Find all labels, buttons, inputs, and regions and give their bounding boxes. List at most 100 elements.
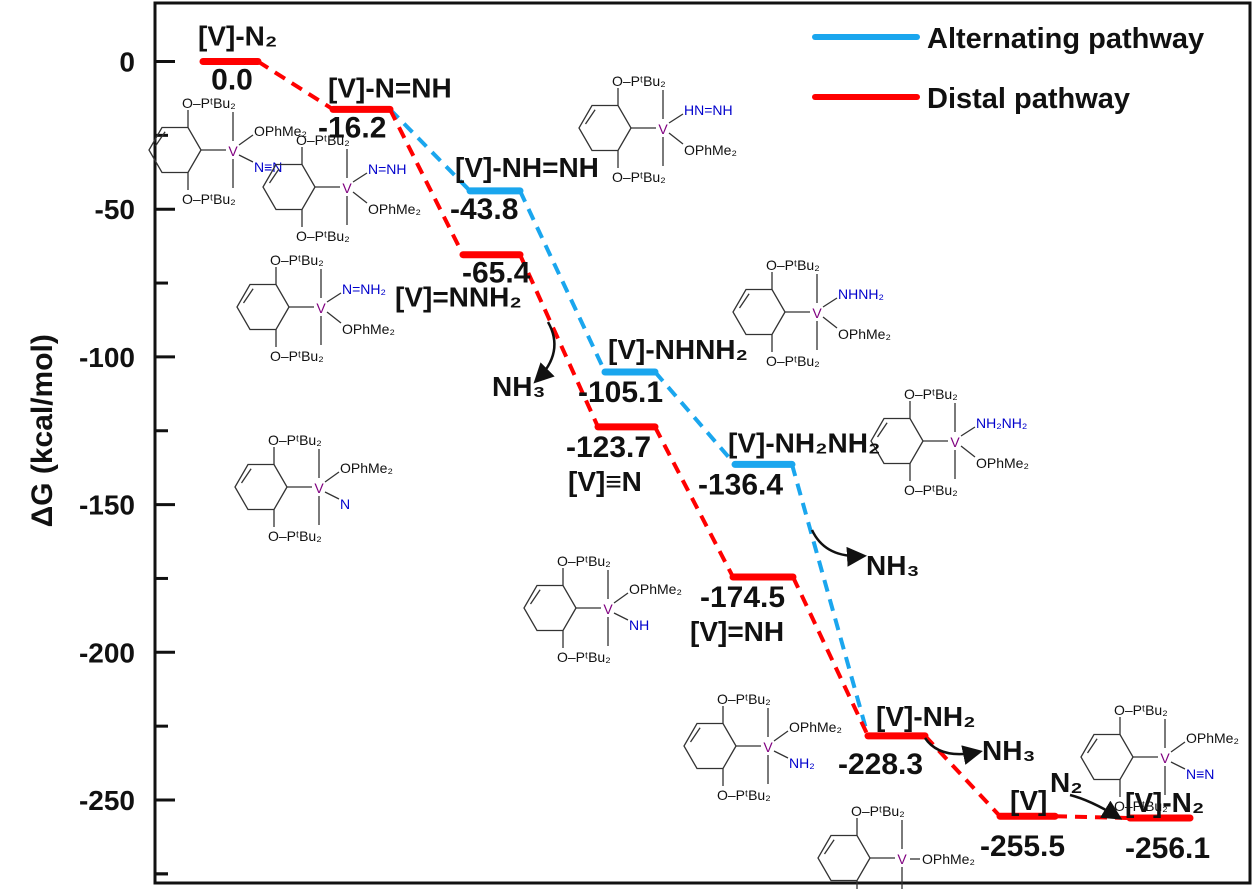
level-name: [V]-N₂ <box>198 21 277 52</box>
phosphine-arm: O–PᵗBu₂ <box>766 257 820 273</box>
benzene-ring <box>732 288 786 336</box>
bond <box>324 491 340 500</box>
released-species-label: NH₃ <box>982 735 1035 766</box>
benzene-ring <box>1080 733 1134 781</box>
nitrogen-ligand: N=NH₂ <box>342 281 386 297</box>
bond <box>352 191 368 204</box>
distal-connector <box>388 108 465 256</box>
bond <box>1170 761 1186 770</box>
ether-ligand: OPhMe₂ <box>340 460 393 476</box>
bond <box>822 297 838 308</box>
ether-ligand: OPhMe₂ <box>684 142 737 158</box>
ring-inner-bonds <box>584 109 596 125</box>
level-name: [V]-NH₂NH₂ <box>728 427 880 458</box>
benzene-ring <box>817 834 871 882</box>
y-tick-label: -50 <box>95 194 135 225</box>
level-value: -136.4 <box>698 468 783 501</box>
ether-ligand: OPhMe₂ <box>342 321 395 337</box>
ring-inner-bonds <box>876 422 888 438</box>
bond <box>668 113 684 124</box>
metal-center: V <box>228 143 238 159</box>
benzene-ring <box>234 463 288 511</box>
phosphine-arm: O–PᵗBu₂ <box>557 649 611 665</box>
released-species-label: NH₃ <box>492 371 545 402</box>
phosphine-arm: O–PᵗBu₂ <box>904 482 958 498</box>
bond <box>238 134 254 146</box>
bond <box>1170 741 1186 753</box>
phosphine-arm: O–PᵗBu₂ <box>182 191 236 207</box>
benzene-ring <box>683 722 737 770</box>
y-axis-label: ΔG (kcal/mol) <box>26 334 59 527</box>
nitrogen-ligand: N <box>340 496 350 512</box>
legend-label: Distal pathway <box>927 83 1130 115</box>
level-name: [V]-N₂ <box>1125 787 1204 818</box>
ether-ligand: OPhMe₂ <box>254 123 307 139</box>
nitrogen-ligand: NHNH₂ <box>838 286 884 302</box>
ether-ligand: OPhMe₂ <box>789 719 842 735</box>
distal-connector <box>923 734 1002 818</box>
ether-ligand: OPhMe₂ <box>629 581 682 597</box>
bond <box>613 592 629 604</box>
phosphine-arm: O–PᵗBu₂ <box>612 169 666 185</box>
phosphine-arm: O–PᵗBu₂ <box>557 553 611 569</box>
distal-connector <box>1054 814 1131 821</box>
distal-connector <box>653 425 735 578</box>
metal-center: V <box>1160 750 1170 766</box>
level-value: 0.0 <box>211 64 253 97</box>
phosphine-arm: O–PᵗBu₂ <box>717 691 771 707</box>
bond <box>822 316 838 329</box>
phosphine-arm: O–PᵗBu₂ <box>270 252 324 268</box>
ring-inner-bonds <box>738 293 750 309</box>
y-tick-label: 0 <box>119 47 135 78</box>
ring-inner-bonds <box>154 131 166 147</box>
benzene-ring <box>262 163 316 211</box>
benzene-ring <box>870 417 924 465</box>
metal-center: V <box>314 480 324 496</box>
reaction-arrow <box>810 529 867 567</box>
level-value: -255.5 <box>980 830 1065 863</box>
phosphine-arm: O–PᵗBu₂ <box>851 803 905 819</box>
ring-inner-bonds <box>529 589 541 605</box>
ring-inner-bonds <box>1086 738 1098 754</box>
ether-ligand: OPhMe₂ <box>838 326 891 342</box>
plot-frame <box>153 1 1252 885</box>
phosphine-arm: O–PᵗBu₂ <box>268 528 322 544</box>
metal-center: V <box>603 601 613 617</box>
distal-connector <box>256 59 335 112</box>
alternating-connector <box>653 370 737 466</box>
alternating-connector <box>790 463 870 737</box>
ether-ligand: OPhMe₂ <box>368 201 421 217</box>
phosphine-arm: O–PᵗBu₂ <box>904 386 958 402</box>
level-value: -105.1 <box>578 376 663 409</box>
catalyst-structure: O–PᵗBu₂ O–PᵗBu₂ V N=NH₂ OPhMe₂ <box>236 252 395 364</box>
bond <box>238 154 254 163</box>
nitrogen-ligand: NH₂ <box>789 755 815 771</box>
metal-center: V <box>950 434 960 450</box>
phosphine-arm: O–PᵗBu₂ <box>296 132 350 148</box>
ring-inner-bonds <box>240 468 252 484</box>
ether-ligand: OPhMe₂ <box>976 455 1029 471</box>
phosphine-arm: O–PᵗBu₂ <box>717 787 771 803</box>
phosphine-arm: O–PᵗBu₂ <box>296 228 350 244</box>
bond <box>668 132 684 145</box>
metal-center: V <box>316 300 326 316</box>
bond <box>960 426 976 437</box>
ether-ligand: OPhMe₂ <box>1186 730 1239 746</box>
bond <box>352 172 368 183</box>
y-tick-label: -150 <box>79 490 135 521</box>
reaction-arrow <box>1069 793 1123 820</box>
bond <box>773 730 789 742</box>
level-name: [V]-N=NH <box>328 72 452 103</box>
phosphine-arm: O–PᵗBu₂ <box>270 348 324 364</box>
phosphine-arm: O–PᵗBu₂ <box>1114 798 1168 814</box>
